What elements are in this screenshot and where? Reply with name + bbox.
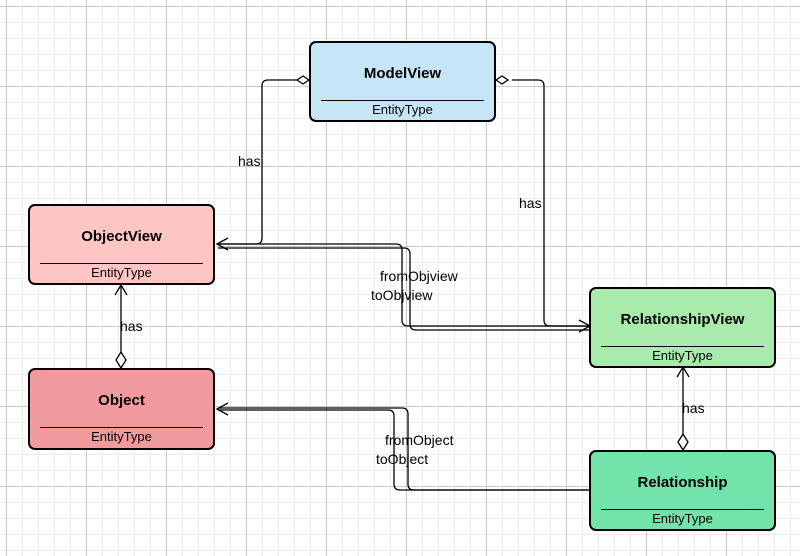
diamond-relationship-top	[677, 432, 689, 452]
entity-object[interactable]: Object EntityType	[28, 368, 215, 450]
edge-label-modelview-objectview: has	[238, 153, 261, 169]
diamond-modelview-right	[494, 75, 510, 85]
entity-type-label: EntityType	[652, 511, 713, 526]
entity-name: Object	[98, 392, 145, 409]
edge-label-from-object: fromObject	[385, 432, 454, 448]
entity-type-label: EntityType	[372, 102, 433, 117]
entity-name: ObjectView	[81, 228, 162, 245]
arrowhead-objectview-left	[215, 237, 229, 251]
edge-to-objview[interactable]	[218, 247, 589, 331]
arrowhead-objectview-bottom	[114, 283, 128, 296]
entity-name: RelationshipView	[620, 311, 745, 328]
edge-from-object[interactable]	[218, 407, 589, 491]
edge-to-object[interactable]	[218, 409, 589, 491]
entity-type-label: EntityType	[652, 348, 713, 363]
entity-divider	[40, 263, 203, 264]
entity-divider	[321, 100, 484, 101]
entity-divider	[601, 346, 764, 347]
edge-label-modelview-relationshipview: has	[519, 195, 542, 211]
entity-type-label: EntityType	[91, 265, 152, 280]
entity-type-label: EntityType	[91, 429, 152, 444]
edge-label-to-objview: toObjview	[371, 287, 433, 303]
entity-relationshipview[interactable]: RelationshipView EntityType	[589, 287, 776, 368]
entity-relationship[interactable]: Relationship EntityType	[589, 450, 776, 531]
edge-label-from-objview: fromObjview	[380, 268, 458, 284]
diamond-modelview-left	[295, 75, 311, 85]
entity-name: ModelView	[363, 65, 442, 82]
entity-divider	[601, 509, 764, 510]
entity-name: Relationship	[637, 474, 728, 491]
edge-from-objview[interactable]	[218, 243, 589, 327]
diamond-object-top	[115, 350, 127, 370]
arrowhead-object-right	[215, 402, 229, 416]
edge-label-relationshipview-relationship: has	[682, 400, 705, 416]
entity-modelview[interactable]: ModelView EntityType	[309, 41, 496, 122]
entity-divider	[40, 427, 203, 428]
edge-label-objectview-object: has	[120, 318, 143, 334]
edge-label-to-object: toObject	[376, 451, 429, 467]
entity-objectview[interactable]: ObjectView EntityType	[28, 204, 215, 285]
